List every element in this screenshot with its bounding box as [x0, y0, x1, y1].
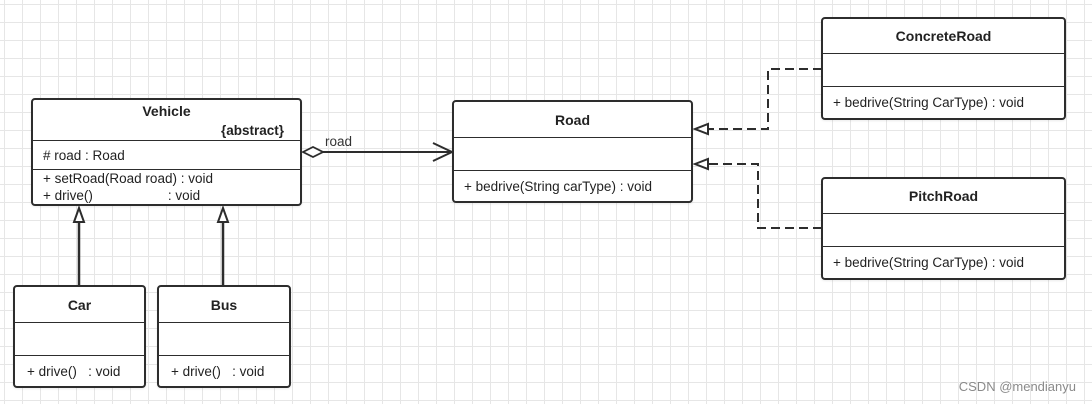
- class-concrete-road[interactable]: ConcreteRoad + bedrive(String CarType) :…: [821, 17, 1066, 120]
- method-row: + bedrive(String carType) : void: [464, 178, 652, 194]
- class-car-attributes: [15, 323, 144, 356]
- method-row: + setRoad(Road road) : void: [43, 171, 213, 186]
- class-road-attributes: [454, 138, 691, 171]
- pitch-road-realization-line: [708, 163, 822, 229]
- watermark: CSDN @mendianyu: [958, 379, 1076, 394]
- class-car-name: Car: [67, 296, 92, 313]
- class-vehicle-attributes: # road : Road: [33, 141, 300, 170]
- class-concrete-road-name: ConcreteRoad: [895, 28, 992, 44]
- class-bus-attributes: [159, 323, 289, 356]
- method-row: + drive() : void: [43, 188, 201, 203]
- class-concrete-road-methods: + bedrive(String CarType) : void: [823, 87, 1064, 118]
- class-vehicle[interactable]: Vehicle {abstract} # road : Road + setRo…: [31, 98, 302, 206]
- class-road-name: Road: [555, 111, 590, 128]
- class-road[interactable]: Road + bedrive(String carType) : void: [452, 100, 693, 203]
- pitch-road-realization-arrowhead: [692, 157, 709, 171]
- class-pitch-road-header: PitchRoad: [823, 179, 1064, 214]
- association-label-road: road: [325, 134, 353, 149]
- class-vehicle-methods: + setRoad(Road road) : void + drive() : …: [33, 170, 300, 204]
- class-car[interactable]: Car + drive() : void: [13, 285, 146, 388]
- class-vehicle-name: Vehicle: [142, 103, 191, 119]
- attribute-row: # road : Road: [43, 147, 125, 163]
- bus-generalization-arrowhead: [216, 205, 230, 223]
- car-generalization-arrowhead: [72, 205, 86, 223]
- concrete-road-realization-arrowhead: [692, 122, 709, 136]
- method-row: + bedrive(String CarType) : void: [833, 255, 1024, 270]
- aggregation-diamond: [300, 145, 326, 159]
- class-bus[interactable]: Bus + drive() : void: [157, 285, 291, 388]
- method-row: + bedrive(String CarType) : void: [833, 95, 1024, 110]
- class-road-methods: + bedrive(String carType) : void: [454, 171, 691, 201]
- class-concrete-road-header: ConcreteRoad: [823, 19, 1064, 54]
- class-car-header: Car: [15, 287, 144, 323]
- class-vehicle-stereotype: {abstract}: [220, 123, 284, 139]
- method-row: + drive() : void: [171, 363, 265, 379]
- class-bus-name: Bus: [210, 296, 238, 313]
- concrete-road-realization-line: [708, 68, 822, 130]
- class-car-methods: + drive() : void: [15, 356, 144, 386]
- class-concrete-road-attributes: [823, 54, 1064, 87]
- method-row: + drive() : void: [27, 363, 121, 379]
- class-pitch-road-methods: + bedrive(String CarType) : void: [823, 247, 1064, 278]
- class-pitch-road-attributes: [823, 214, 1064, 247]
- class-bus-header: Bus: [159, 287, 289, 323]
- class-road-header: Road: [454, 102, 691, 138]
- class-pitch-road[interactable]: PitchRoad + bedrive(String CarType) : vo…: [821, 177, 1066, 280]
- class-bus-methods: + drive() : void: [159, 356, 289, 386]
- class-pitch-road-name: PitchRoad: [908, 188, 979, 204]
- class-vehicle-header: Vehicle {abstract}: [33, 100, 300, 142]
